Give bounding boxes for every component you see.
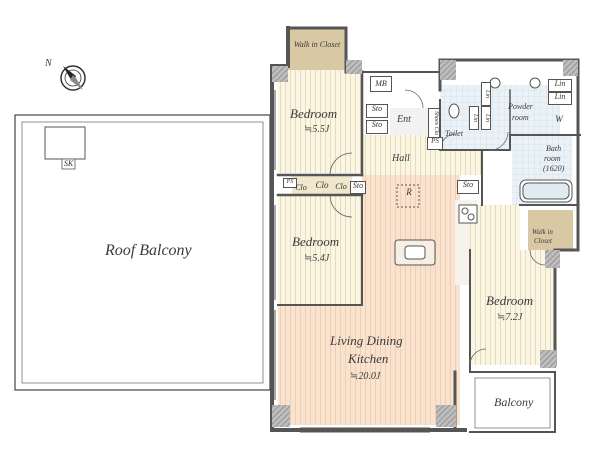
lin-label-4: Lin xyxy=(481,106,491,130)
walk-in-closet-right-line1: Walk in xyxy=(532,228,553,236)
lin-label-5: Lin xyxy=(469,106,479,130)
entrance-label: Ent xyxy=(397,114,411,125)
bedroom-3-label: Bedroom xyxy=(486,293,534,308)
ldk-label-line1: Living Dining xyxy=(330,333,403,348)
skylight-label: SK xyxy=(63,159,74,168)
bedroom-3-area: ≒7.2J xyxy=(497,312,523,323)
walk-in-closet-top-label: Walk in Closet xyxy=(293,40,341,49)
shoes-clo-label: Shoes Clo xyxy=(428,108,440,138)
balcony-label: Balcony xyxy=(494,395,534,409)
compass-icon xyxy=(60,65,86,91)
ldk-area: ≒20.0J xyxy=(350,371,381,382)
fixtures xyxy=(394,77,573,266)
sto-small-label: Sto xyxy=(350,181,366,194)
walk-in-closet-right-line2: Closet xyxy=(534,237,552,245)
bedroom-2-area: ≒5.4J xyxy=(304,253,330,264)
sto-hall-label: Sto xyxy=(457,180,479,194)
sto-label-1: Sto xyxy=(366,104,388,118)
clo-label-3: Clo xyxy=(335,182,347,191)
compass-north-label: N xyxy=(45,58,52,69)
clo-label-2: Clo xyxy=(315,180,329,190)
windows xyxy=(274,90,430,433)
powder-room-label-line2: room xyxy=(512,113,529,122)
ps-label-1: PS xyxy=(427,137,443,150)
lin-label-2: Lin xyxy=(548,92,572,105)
roof-balcony xyxy=(14,114,271,391)
doors xyxy=(329,89,546,366)
lin-label-3: Lin xyxy=(481,82,491,106)
bath-room-label-line3: (1620) xyxy=(543,164,565,173)
balcony-outline xyxy=(474,377,551,429)
mb-label: MB xyxy=(370,76,392,92)
roof-balcony-label: Roof Balcony xyxy=(105,242,192,259)
toilet-label: Toilet xyxy=(445,129,463,138)
hall-label: Hall xyxy=(392,153,410,164)
clo-label-1: Clo xyxy=(295,183,307,192)
bedroom-1-label: Bedroom xyxy=(290,106,338,121)
bath-room-label-line1: Bath xyxy=(546,144,562,153)
bedroom-1-area: ≒5.5J xyxy=(304,124,330,135)
bath-room-label-line2: room xyxy=(544,154,561,163)
lin-label-1: Lin xyxy=(548,79,572,92)
powder-room-label-line1: Powder xyxy=(508,102,533,111)
bedroom-2-label: Bedroom xyxy=(292,234,340,249)
floors xyxy=(278,28,573,425)
sto-label-2: Sto xyxy=(366,120,388,134)
ps-label-2: PS xyxy=(283,178,297,188)
structural-columns xyxy=(272,60,578,427)
washer-label: W xyxy=(555,114,563,124)
ldk-label-line2: Kitchen xyxy=(348,351,389,366)
refrigerator-label: R xyxy=(406,187,412,197)
